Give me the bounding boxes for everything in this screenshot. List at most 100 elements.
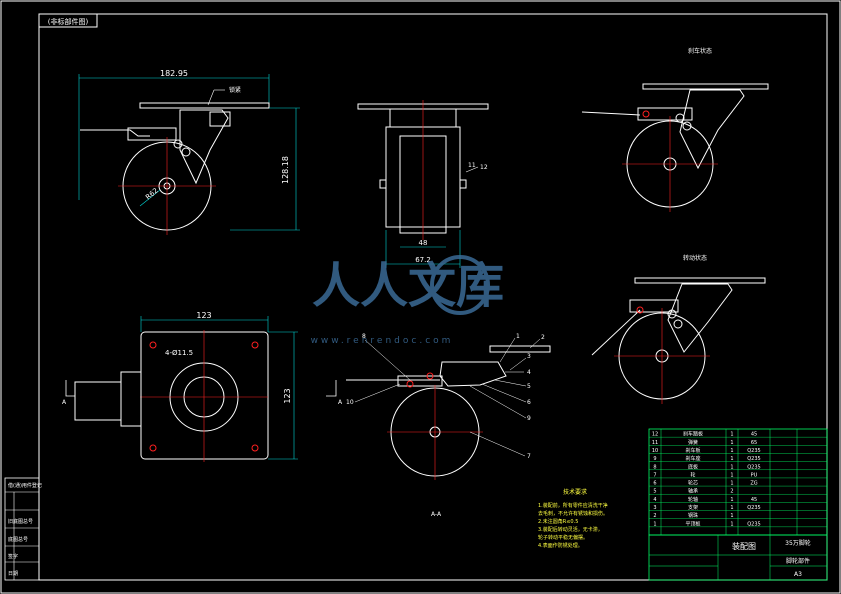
- stamp-label: 借(通)用件登记: [8, 482, 42, 489]
- parts-cell: Q235: [747, 456, 760, 462]
- parts-cell: 65: [751, 440, 757, 446]
- brake-lever: [80, 129, 150, 137]
- parts-cell: 3: [653, 505, 656, 511]
- watermark: 人人文库 www.renrendoc.com: [311, 255, 504, 346]
- dim-radius-label: R62: [144, 187, 160, 202]
- parts-cell: 轮轴: [688, 496, 698, 503]
- parts-cell: 轮芯: [688, 480, 698, 487]
- parts-cell: 1: [730, 513, 733, 519]
- parts-cell: 1: [730, 505, 733, 511]
- left-stamp-block: 借(通)用件登记 旧底图总号 底图总号 签字 日期: [4, 477, 42, 581]
- dim-outer-label: 67.2: [415, 256, 431, 264]
- tech-req-line: 2.未注圆角R≤0.5: [538, 518, 578, 525]
- parts-cell: 轴承: [688, 488, 698, 495]
- section-label: A-A: [431, 511, 442, 518]
- parts-cell: 刹车座: [685, 455, 700, 462]
- parts-cell: 10: [652, 448, 658, 454]
- part-title: 35万脚轮: [785, 539, 811, 547]
- balloon-2: 2: [541, 334, 545, 341]
- parts-cell: 4: [653, 497, 656, 503]
- inner-frame: [38, 13, 828, 581]
- tech-req-title: 技术要求: [563, 488, 587, 496]
- parts-cell: Q235: [747, 448, 760, 454]
- parts-cell: 平顶板: [685, 520, 700, 527]
- watermark-url: www.renrendoc.com: [311, 336, 454, 346]
- balloon-10: 10: [346, 399, 354, 406]
- parts-cell: 2: [730, 489, 733, 495]
- balloon-6: 6: [527, 399, 531, 406]
- dim-inner-label: 48: [419, 239, 428, 247]
- parts-cell: 1: [730, 464, 733, 470]
- plan-dim-width: 123: [196, 311, 211, 320]
- plan-plate: [140, 331, 269, 460]
- balloon-1: 1: [516, 333, 520, 340]
- parts-cell: 支架: [688, 504, 698, 511]
- tech-req-line: 3.装配后转动灵活，无卡滞，: [538, 526, 603, 533]
- parts-cell: 刹车踏板: [683, 431, 703, 438]
- stamp-label: 日期: [8, 571, 18, 577]
- tech-req-line: 去毛刺，不允许有锈蚀和损伤。: [538, 510, 608, 517]
- parts-cell: 1: [730, 432, 733, 438]
- balloon-3: 3: [527, 353, 531, 360]
- tech-req-line: 1.装配前，所有零件应清洗干净: [538, 502, 608, 509]
- drawing-name: 装配图: [732, 541, 756, 551]
- balloon-5: 5: [527, 383, 531, 390]
- view-front: 11 12 48 67.2: [357, 100, 489, 268]
- balloon-9: 9: [527, 415, 531, 422]
- parts-cell: 1: [730, 448, 733, 454]
- plan-dim-hole: 4-Ø11.5: [165, 349, 193, 357]
- plan-section-mark-right: A: [338, 399, 343, 406]
- watermark-logo: [430, 255, 490, 315]
- sheet-size: A3: [794, 571, 802, 578]
- view-plan: 123 123 4-Ø11.5 A A: [62, 311, 343, 462]
- view-swivel-state: 转动状态: [591, 254, 766, 404]
- dim-width-label: 182.95: [160, 69, 188, 78]
- stamp-label: 底图总号: [8, 536, 28, 543]
- front-label-11: 11: [468, 162, 476, 169]
- plan-section-mark-left: A: [62, 399, 67, 406]
- parts-cell: 5: [653, 489, 656, 495]
- parts-cell: PU: [751, 472, 758, 478]
- tech-req-line: 轮子转动平稳无偏摆。: [538, 534, 588, 541]
- parts-cell: 45: [751, 497, 757, 503]
- parts-cell: 2: [653, 513, 656, 519]
- tech-requirements: 技术要求 1.装配前，所有零件应清洗干净 去毛刺，不允许有锈蚀和损伤。 2.未注…: [538, 488, 608, 549]
- stamp-label: 旧底图总号: [8, 518, 33, 525]
- parts-cell: 轮: [690, 471, 695, 478]
- parts-cell: 弹簧: [688, 439, 698, 446]
- corner-tag-box: [38, 13, 98, 28]
- stamp-label: 签字: [8, 553, 18, 560]
- parts-cell: 1: [730, 456, 733, 462]
- parts-cell: 6: [653, 481, 656, 487]
- swivel-bracket: [179, 109, 229, 185]
- dim-height-label: 128.18: [281, 156, 290, 184]
- plan-brake-lever: [74, 381, 122, 421]
- parts-cell: 1: [730, 481, 733, 487]
- parts-cell: 7: [653, 472, 656, 478]
- project-name: 脚轮部件: [786, 557, 810, 565]
- parts-cell: 刹车板: [685, 447, 700, 454]
- parts-cell: 8: [653, 464, 656, 470]
- parts-cell: 9: [653, 456, 656, 462]
- parts-cell: 1: [730, 440, 733, 446]
- view-section: A-A 1 2 3 4 5 6 7 8 9 10: [346, 333, 551, 518]
- parts-cell: 1: [730, 497, 733, 503]
- parts-cell: Q235: [747, 464, 760, 470]
- balloon-4: 4: [527, 369, 531, 376]
- top-plate: [139, 102, 270, 109]
- corner-tag: (非标部件图): [48, 17, 89, 26]
- parts-cell: 11: [652, 440, 658, 446]
- parts-cell: 45: [751, 432, 757, 438]
- parts-cell: 底板: [688, 463, 698, 470]
- note-lock: 锁紧: [229, 86, 241, 94]
- view-top-left: 182.95 128.18 R62 锁紧: [78, 69, 300, 235]
- caption-brake: 刹车状态: [688, 47, 712, 55]
- watermark-text: 人人文库: [312, 258, 504, 314]
- parts-cell: 1: [730, 472, 733, 478]
- parts-cell: 1: [653, 521, 656, 527]
- parts-cell: Q235: [747, 505, 760, 511]
- tech-req-line: 4.表面作防锈处理。: [538, 542, 583, 549]
- balloon-7: 7: [527, 453, 531, 460]
